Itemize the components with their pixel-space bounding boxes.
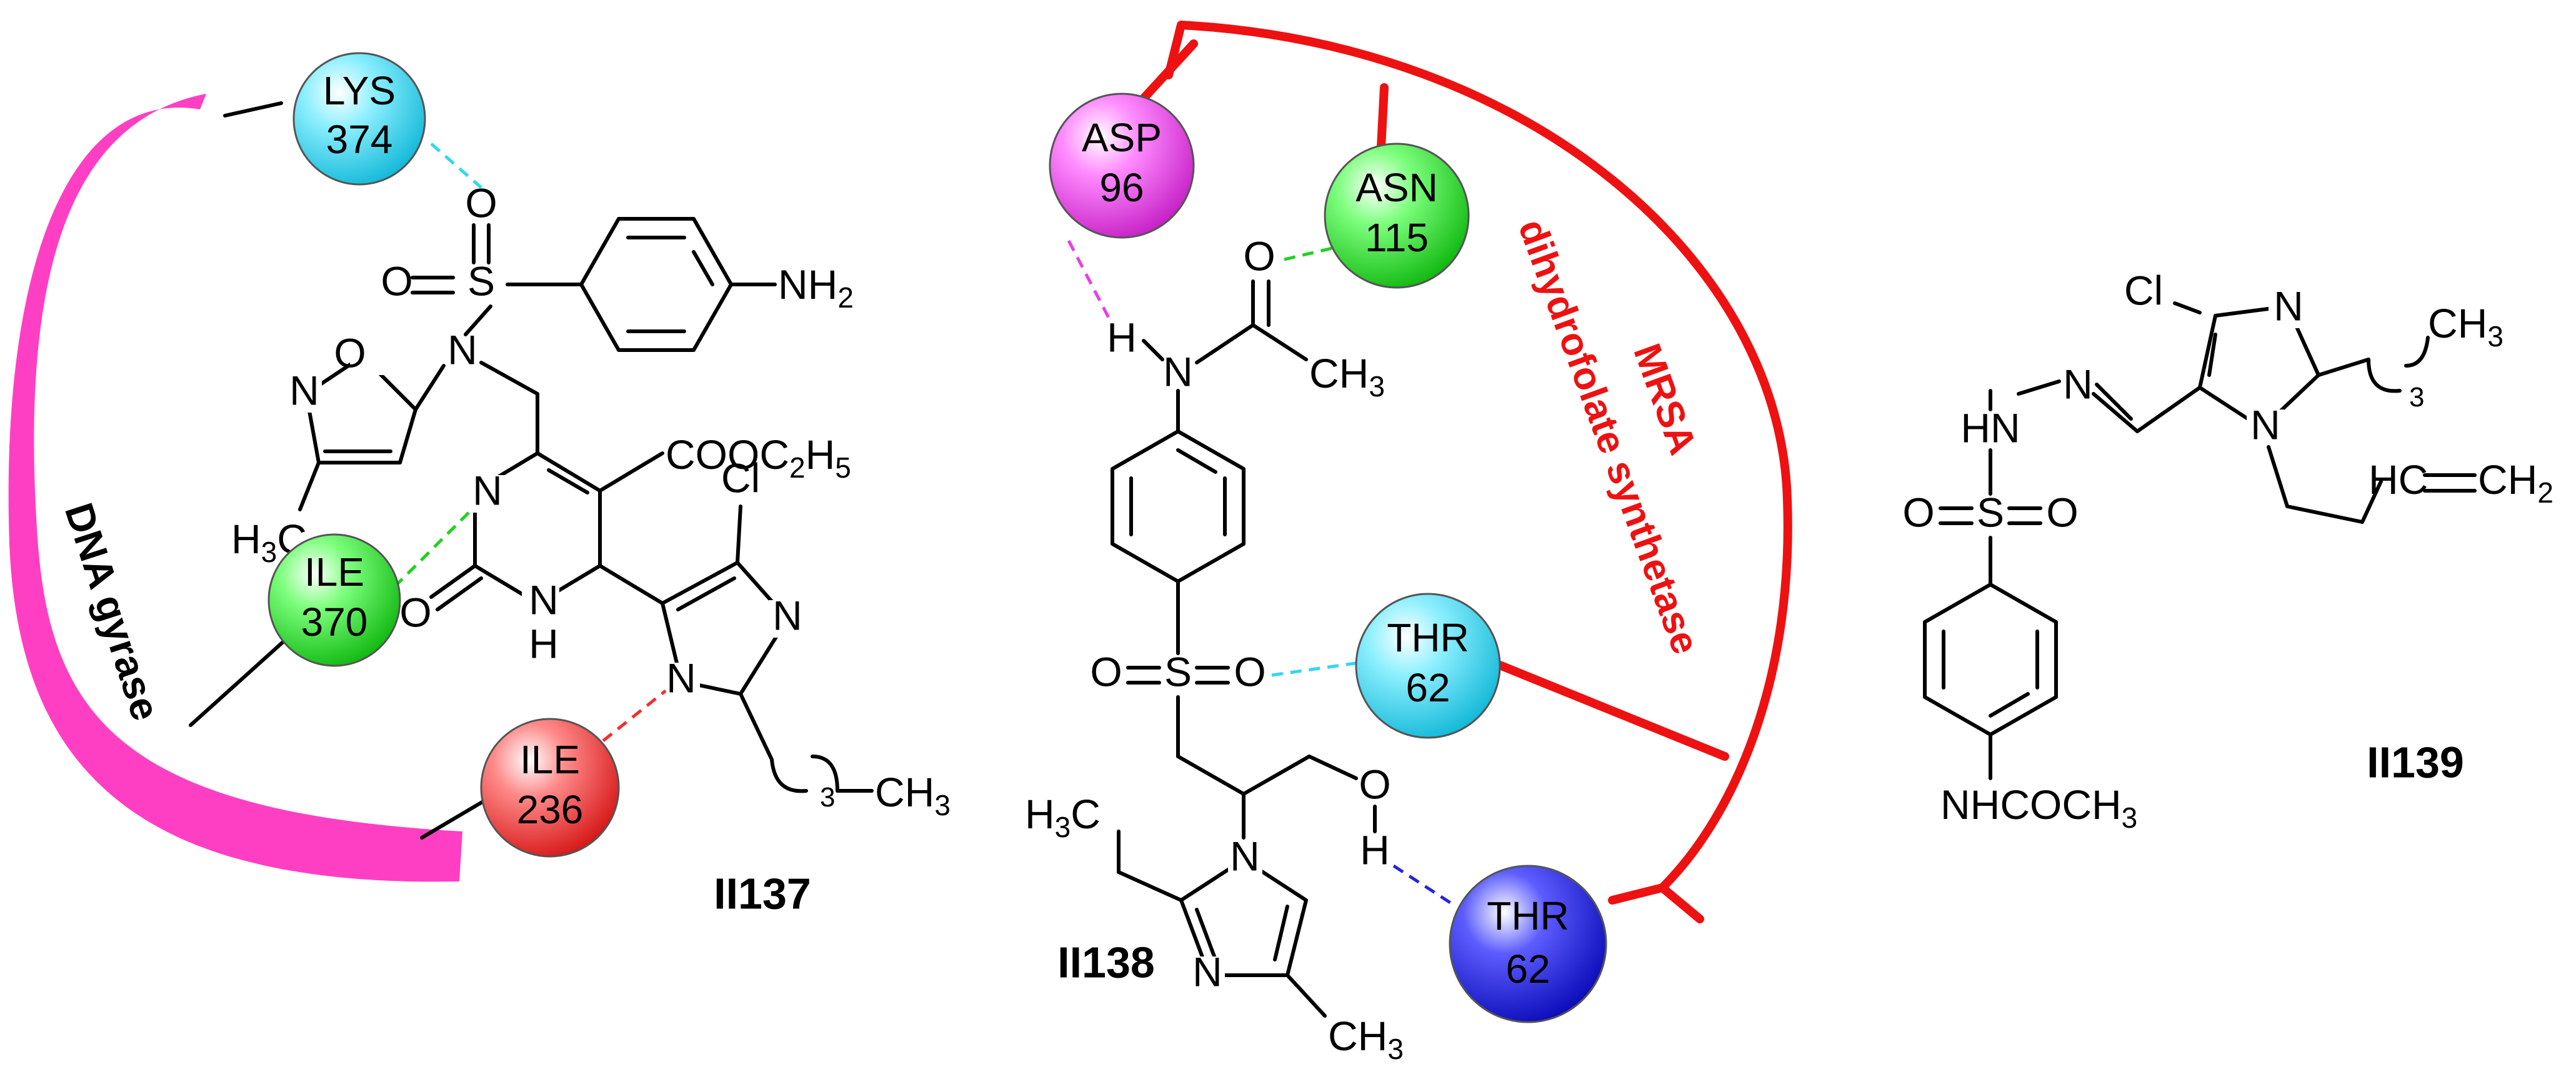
atom-h-ring: H — [529, 620, 559, 666]
atom-o: O — [1090, 648, 1122, 695]
atom-h: H — [1107, 314, 1137, 360]
atom-n: N — [447, 326, 477, 373]
residue-ile236: ILE 236 — [480, 718, 620, 858]
residue-number: 236 — [517, 787, 584, 832]
atom-s: S — [467, 258, 495, 304]
residue-thr62-b: THR 62 — [1449, 865, 1607, 1023]
atom-h-hydroxyl: H — [1360, 826, 1390, 873]
residue-name: THR — [1487, 893, 1569, 938]
hbond-asn115 — [1284, 245, 1338, 261]
atom-nh2: NH2 — [778, 261, 854, 314]
residue-name: LYS — [323, 68, 396, 113]
atom-o: O — [2046, 489, 2078, 535]
atom-ch3-b: CH3 — [1328, 1013, 1404, 1065]
mrsa-tether-thr62b — [1608, 883, 1667, 905]
atom-cl: Cl — [721, 454, 760, 501]
atom-h3c: H3C — [1025, 791, 1101, 843]
residue-asp96: ASP 96 — [1049, 93, 1195, 239]
residue-number: 62 — [1505, 946, 1550, 991]
atom-chain-count: 3 — [820, 782, 835, 813]
atom-n-ring: N — [472, 467, 502, 513]
atom-n: N — [1163, 348, 1193, 394]
atom-o: O — [1234, 648, 1266, 695]
atom-n-imid-top: N — [772, 592, 802, 638]
atom-n-imid: N — [666, 655, 696, 701]
residue-asn115: ASN 115 — [1324, 143, 1470, 289]
residue-name: THR — [1387, 615, 1469, 660]
compound-id-ii138: II138 — [1057, 938, 1155, 986]
atom-cl: Cl — [2124, 267, 2163, 313]
hbond-thr62 — [1271, 661, 1360, 677]
residue-name: ILE — [304, 550, 364, 595]
residue-ile370: ILE 370 — [267, 533, 401, 667]
compound-ii137: O S O NH2 N O N H3C N O — [231, 143, 951, 918]
atom-n-imid2: N — [1192, 948, 1222, 995]
hbond-lys374 — [430, 143, 482, 189]
mrsa-tether-asn115 — [1377, 83, 1389, 151]
hbond-thr62b — [1392, 864, 1457, 908]
residue-number: 374 — [326, 117, 393, 162]
hbond-ile236 — [602, 690, 667, 742]
atom-n-hydrazone: N — [2063, 361, 2093, 407]
atom-ester: COOC2H5 — [666, 431, 851, 484]
residue-number: 96 — [1099, 165, 1144, 210]
atom-nh-ring: N — [529, 576, 559, 623]
atom-ch2: CH2 — [2478, 456, 2554, 509]
compound-id-ii137: II137 — [714, 869, 811, 918]
residue-number: 62 — [1405, 665, 1450, 710]
compound-ii139: Cl N N 3 CH3 HC CH2 N HN O S — [1902, 267, 2554, 834]
residue-number: 370 — [301, 600, 368, 645]
atom-s: S — [1977, 489, 2004, 535]
residue-name: ILE — [520, 737, 580, 782]
atom-n-isoxazole: N — [289, 367, 319, 413]
compound-ii138: H N O CH3 O S O O H — [1025, 233, 1457, 1065]
mrsa-arc — [1177, 21, 1792, 892]
atom-o: O — [1902, 489, 1934, 535]
gyrase-tether-ile236 — [420, 795, 492, 840]
atom-n-imid1: N — [1230, 833, 1260, 879]
mrsa-label: MRSA — [1625, 338, 1704, 460]
atom-chain-count: 3 — [2409, 382, 2424, 413]
compound-id-ii139: II139 — [2367, 738, 2464, 786]
gyrase-tether-lys — [223, 101, 283, 118]
atom-n-imid-top: N — [2274, 283, 2304, 329]
atom-ch3: CH3 — [875, 769, 951, 821]
residue-number: 115 — [1365, 215, 1429, 260]
atom-ch3: CH3 — [1309, 350, 1385, 403]
dna-gyrase-arc — [8, 94, 463, 882]
dna-gyrase-target: DNA gyrase — [8, 94, 492, 882]
residue-name: ASP — [1082, 115, 1162, 160]
residue-name: ASN — [1355, 165, 1438, 210]
atom-hn: HN — [1960, 404, 2020, 451]
residue-thr62: THR 62 — [1355, 593, 1501, 739]
gyrase-tether-ile370 — [189, 639, 286, 727]
atom-o-hydroxyl: O — [1359, 761, 1390, 807]
atom-s: S — [1164, 648, 1192, 695]
atom-o-carbonyl: O — [1243, 233, 1275, 279]
atom-o-isoxazole: O — [334, 329, 366, 376]
atom-ch3: CH3 — [2428, 300, 2504, 353]
atom-o-keto: O — [399, 589, 431, 635]
atom-o: O — [381, 258, 412, 304]
atom-acetamide: NHCOCH3 — [1940, 781, 2137, 834]
atom-hc-vinyl: HC — [2369, 456, 2428, 503]
residue-lys374: LYS 374 — [292, 52, 426, 186]
atom-n-imid: N — [2250, 401, 2280, 448]
mrsa-tether-thr62 — [1489, 658, 1729, 761]
hbond-asp96 — [1067, 239, 1111, 320]
